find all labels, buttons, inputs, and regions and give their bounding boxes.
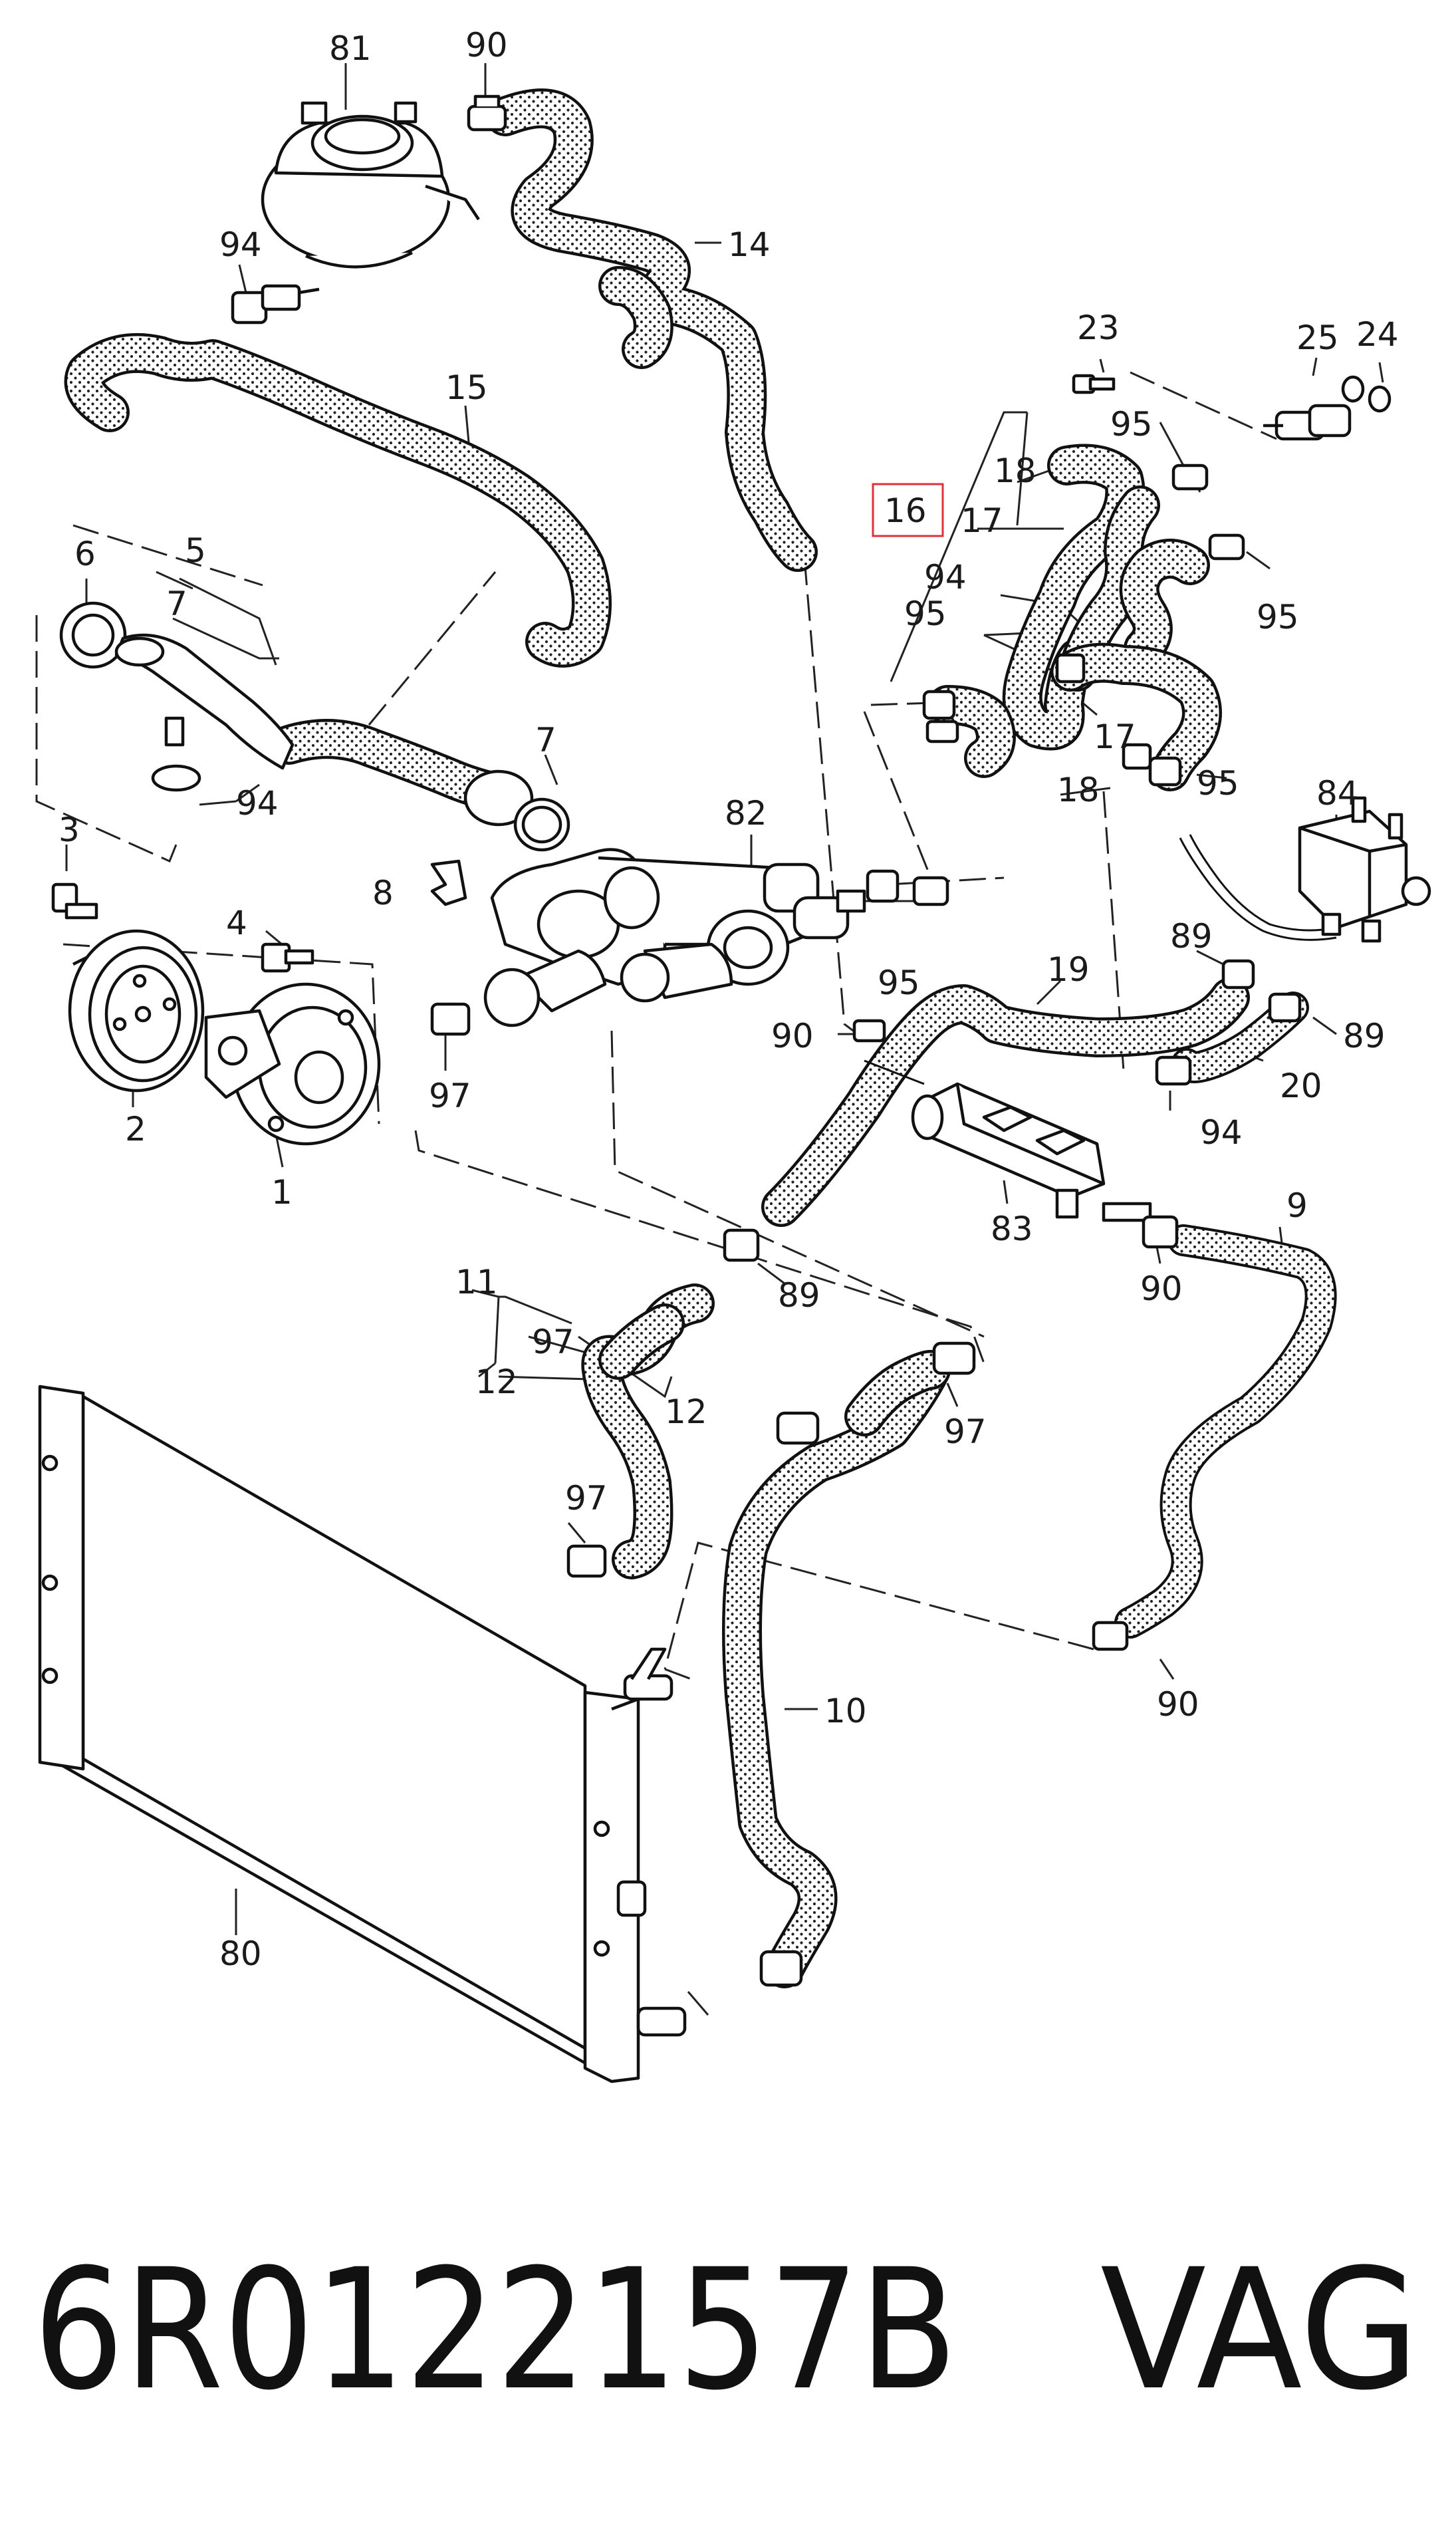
callout-97: 97 — [429, 1077, 471, 1115]
callout-94: 94 — [924, 558, 967, 597]
callout-97: 97 — [532, 1323, 574, 1361]
part-number: 6R0122157B — [33, 2233, 957, 2427]
callout-90: 90 — [1140, 1269, 1183, 1308]
caption: 6R0122157B VAG — [33, 2233, 1419, 2427]
bolt-23 — [1072, 374, 1116, 394]
clip-95-upper — [1171, 464, 1245, 561]
callout-20: 20 — [1280, 1067, 1322, 1105]
callout-11: 11 — [455, 1263, 498, 1301]
callout-9: 9 — [1286, 1186, 1308, 1225]
callout-94: 94 — [236, 784, 279, 823]
callout-83: 83 — [991, 1210, 1033, 1248]
callout-17: 17 — [1094, 718, 1136, 756]
connector-25 — [1263, 404, 1352, 441]
callout-90: 90 — [771, 1017, 814, 1055]
callout-6: 6 — [74, 535, 96, 573]
callout-84: 84 — [1316, 774, 1359, 813]
callout-24: 24 — [1356, 315, 1399, 354]
flange-pipe-assembly — [59, 601, 570, 852]
callout-95: 95 — [904, 595, 947, 633]
clip-8 — [430, 859, 467, 906]
callout-95: 95 — [1257, 598, 1299, 636]
callout-89: 89 — [1170, 917, 1213, 956]
brand-name: VAG — [1100, 2233, 1419, 2427]
callout-12: 12 — [665, 1393, 707, 1431]
junction-clips — [866, 653, 1182, 906]
callout-19: 19 — [1047, 950, 1090, 989]
callout-25: 25 — [1296, 319, 1339, 357]
callout-95: 95 — [1197, 764, 1239, 803]
callout-95: 95 — [878, 964, 920, 1002]
callout-95: 95 — [1110, 405, 1153, 444]
radiator — [38, 1385, 687, 2083]
callout-89: 89 — [778, 1276, 820, 1315]
highlight-box-16 — [872, 483, 944, 537]
callout-94: 94 — [219, 225, 262, 264]
clip-90-middle — [852, 1019, 886, 1043]
callout-4: 4 — [226, 904, 247, 942]
clip-90-top — [467, 94, 507, 132]
callout-8: 8 — [372, 874, 394, 912]
callout-7: 7 — [166, 585, 187, 623]
callout-81: 81 — [329, 29, 372, 68]
water-pump — [204, 982, 381, 1146]
water-pump-pulley — [68, 929, 205, 1093]
clip-94-tank — [231, 284, 320, 325]
heater-valve — [1298, 796, 1431, 943]
callout-90: 90 — [1157, 1685, 1199, 1724]
callout-97: 97 — [944, 1412, 987, 1451]
expansion-tank — [261, 101, 480, 269]
callout-12: 12 — [475, 1363, 518, 1401]
bolt-3 — [51, 882, 98, 920]
callout-labels: 81 90 14 94 15 23 25 24 95 18 16 17 94 9… — [59, 26, 1399, 1973]
callout-5: 5 — [185, 531, 206, 570]
callout-80: 80 — [219, 1934, 262, 1973]
callout-7: 7 — [535, 721, 556, 759]
clip-90-lower — [1092, 1215, 1179, 1651]
callout-2: 2 — [125, 1110, 146, 1148]
thermostat-housing — [483, 848, 866, 1027]
callout-18: 18 — [1057, 771, 1100, 809]
callout-82: 82 — [725, 794, 767, 833]
callout-16: 16 — [884, 491, 927, 530]
callout-17: 17 — [961, 501, 1003, 540]
callout-23: 23 — [1077, 309, 1120, 347]
callout-18: 18 — [994, 452, 1036, 490]
aux-pump — [864, 1059, 1152, 1222]
callout-97: 97 — [565, 1479, 608, 1518]
hoses — [64, 88, 1337, 1988]
callout-94: 94 — [1200, 1113, 1243, 1152]
callout-3: 3 — [59, 811, 80, 849]
clips-lower — [430, 1002, 976, 1987]
callout-90: 90 — [465, 26, 508, 65]
callout-89: 89 — [1343, 1017, 1386, 1055]
parts — [38, 94, 1431, 2083]
callout-15: 15 — [445, 368, 488, 407]
callout-1: 1 — [271, 1173, 293, 1212]
washers-24 — [1341, 375, 1392, 413]
clips-89-right — [1155, 959, 1302, 1086]
bolt-4 — [261, 942, 314, 973]
callout-10: 10 — [824, 1692, 867, 1730]
callout-14: 14 — [728, 225, 771, 264]
